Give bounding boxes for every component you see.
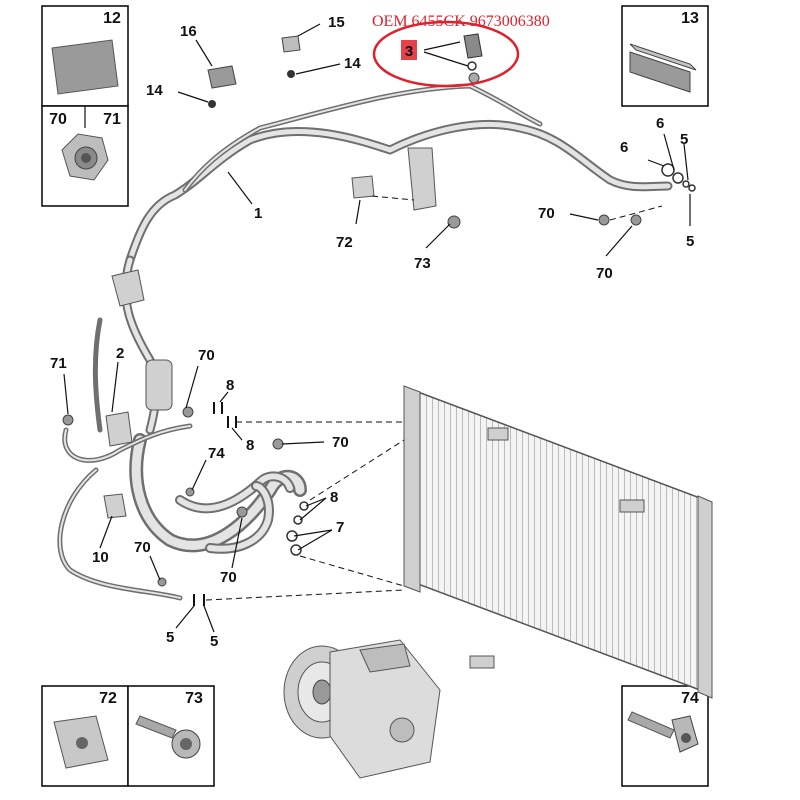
callout-8-a: 8 [226,377,234,394]
callout-74: 74 [208,445,225,462]
callout-numbers: 16 15 14 14 1 6 6 5 70 5 72 73 70 71 2 7… [50,14,694,650]
callout-70-c: 70 [198,347,215,364]
small-parts [62,33,696,606]
callout-7: 7 [336,519,344,536]
highlight-part-3: 3 OEM 6455CK 9673006380 [372,13,550,88]
foam-pad-part [51,39,119,95]
ac-pipes [57,83,673,601]
callout-6: 6 [620,139,628,156]
callout-8-b: 8 [246,437,254,454]
oem-number-text: OEM 6455CK 9673006380 [372,13,550,30]
clip-nut-part [53,715,109,769]
inset-label-72: 72 [99,690,117,707]
compressor [283,639,441,779]
callout-70-e: 70 [134,539,151,556]
callout-5-c: 5 [166,629,174,646]
inset-label-12: 12 [103,10,121,27]
connection-lines [205,195,663,601]
callout-8-c: 8 [330,489,338,506]
callout-5-a: 5 [680,131,688,148]
callout-15: 15 [328,14,345,31]
callout-72: 72 [336,234,353,251]
inset-top-left: 12 70 71 [41,5,129,207]
flange-screw-part [135,715,201,759]
callout-1: 1 [254,205,262,222]
callout-70-b: 70 [596,265,613,282]
callout-70-a: 70 [538,205,555,222]
inset-label-13: 13 [681,10,699,27]
nut-part [61,133,109,181]
inset-label-74: 74 [681,690,699,707]
callout-70-f: 70 [220,569,237,586]
callout-5-b: 5 [686,233,694,250]
callout-73: 73 [414,255,431,272]
callout-6-top: 6 [656,115,664,132]
callout-71: 71 [50,355,67,372]
inset-label-70: 70 [49,111,67,128]
callout-3: 3 [405,43,413,60]
rubber-seal-part [629,43,697,93]
callout-5-d: 5 [210,633,218,650]
inset-label-71: 71 [103,111,121,128]
inset-bottom-left: 72 73 [41,685,215,787]
callout-2: 2 [116,345,124,362]
callout-14-b: 14 [146,82,163,99]
inset-bottom-right: 74 [621,685,709,787]
callout-16: 16 [180,23,197,40]
callout-14-a: 14 [344,55,361,72]
condenser [403,385,713,699]
bolt-part [627,711,699,753]
inset-top-right: 13 [621,5,709,107]
callout-10: 10 [92,549,109,566]
inset-label-73: 73 [185,690,203,707]
leader-lines [63,23,691,633]
callout-70-d: 70 [332,434,349,451]
highlight-label-box [401,40,417,60]
